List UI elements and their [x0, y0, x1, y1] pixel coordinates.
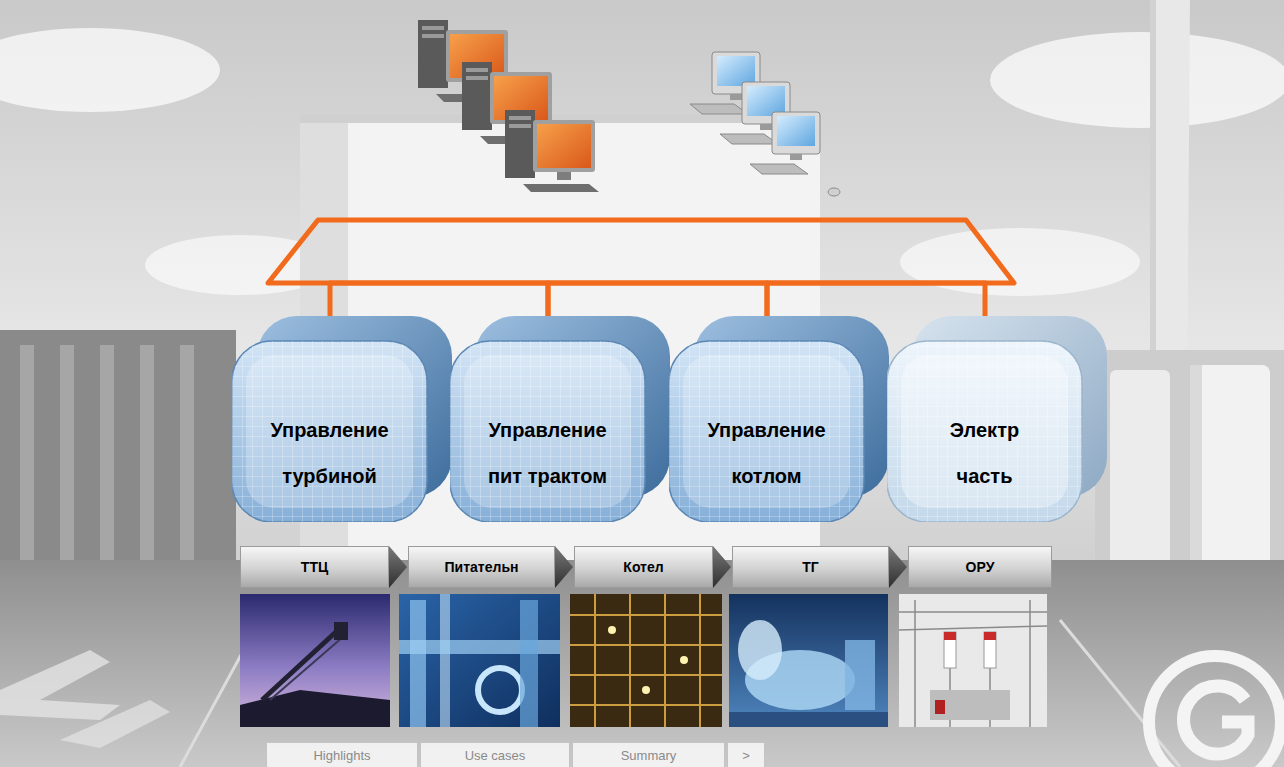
- box-grid: [887, 341, 1082, 522]
- box-label: Электр часть: [937, 407, 1033, 499]
- box-grid: [450, 341, 645, 522]
- box-front: [669, 341, 864, 522]
- box-front: [450, 341, 645, 522]
- box-grid: [232, 341, 427, 522]
- control-box: Управление турбиной: [232, 316, 452, 522]
- step-label: ТТЦ: [301, 559, 328, 575]
- nav-tab: >: [727, 742, 765, 767]
- step-label: ОРУ: [966, 559, 995, 575]
- tab-label: Summary: [621, 748, 677, 763]
- step-label: Питательн: [445, 559, 519, 575]
- box-face: Управление пит трактом: [450, 341, 645, 522]
- process-step: ТТЦ: [240, 546, 389, 588]
- box-face: Управление котлом: [669, 341, 864, 522]
- process-step: ТГ: [732, 546, 889, 588]
- box-face: Управление турбиной: [232, 341, 427, 522]
- box-front: [232, 341, 427, 522]
- tab-label: Use cases: [465, 748, 526, 763]
- bus-connector: [548, 283, 767, 316]
- control-box: Управление котлом: [669, 316, 889, 522]
- step-label: ТГ: [802, 559, 819, 575]
- nav-tab: Highlights: [266, 742, 418, 767]
- bus-connector: [767, 283, 985, 316]
- box-grid: [669, 341, 864, 522]
- bus-connector: [330, 283, 548, 316]
- box-label: Управление пит трактом: [473, 407, 623, 499]
- box-front: [887, 341, 1082, 522]
- process-step: ОРУ: [908, 546, 1052, 588]
- box-label: Управление турбиной: [255, 407, 405, 499]
- step-label: Котел: [623, 559, 663, 575]
- control-box: Электр часть: [887, 316, 1107, 522]
- process-step: Питательн: [408, 546, 555, 588]
- nav-tab: Summary: [572, 742, 725, 767]
- nav-tab: Use cases: [420, 742, 570, 767]
- box-label: Управление котлом: [692, 407, 842, 499]
- process-step: Котел: [574, 546, 713, 588]
- tab-label: Highlights: [313, 748, 370, 763]
- control-box: Управление пит трактом: [450, 316, 670, 522]
- box-face: Электр часть: [887, 341, 1082, 522]
- tab-label: >: [742, 748, 750, 763]
